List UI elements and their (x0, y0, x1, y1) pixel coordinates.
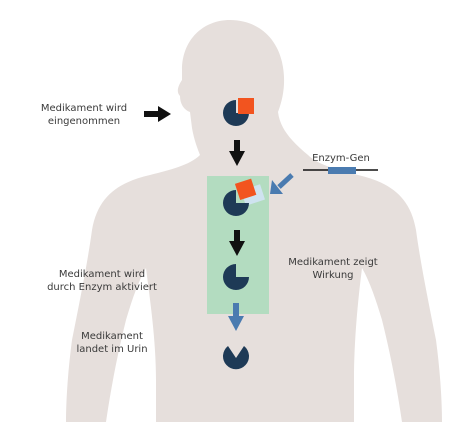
label-drug-taken-line1: Medikament wird (40, 103, 128, 114)
label-drug-taken: Medikament wird eingenommen (28, 102, 140, 128)
label-drug-urine-line1: Medikament (81, 331, 143, 342)
label-enzyme-gene: Enzym-Gen (306, 152, 376, 165)
arrow-down-icon (228, 303, 244, 331)
label-drug-activated-line1: Medikament wird (58, 269, 146, 280)
drug-with-enzyme-mouth (223, 98, 254, 126)
arrow-right-icon (144, 106, 171, 122)
activated-drug (223, 264, 249, 290)
label-drug-urine-line2: landet im Urin (76, 344, 148, 355)
label-enzyme-gene-text: Enzym-Gen (312, 153, 370, 164)
label-drug-effect: Medikament zeigt Wirkung (278, 256, 388, 282)
label-drug-activated: Medikament wird durch Enzym aktiviert (32, 268, 172, 294)
label-drug-effect-line2: Wirkung (312, 270, 354, 281)
drug-enzyme-binding (223, 178, 265, 216)
label-drug-taken-line2: eingenommen (47, 116, 121, 127)
label-drug-activated-line2: durch Enzym aktiviert (47, 282, 157, 293)
arrow-down-left-icon (270, 173, 294, 194)
label-drug-urine: Medikament landet im Urin (62, 330, 162, 356)
drug-in-urine (223, 346, 249, 370)
arrow-down-icon (229, 230, 245, 256)
label-drug-effect-line1: Medikament zeigt (288, 257, 378, 268)
arrow-down-icon (229, 140, 245, 166)
enzyme-gene (303, 167, 378, 174)
